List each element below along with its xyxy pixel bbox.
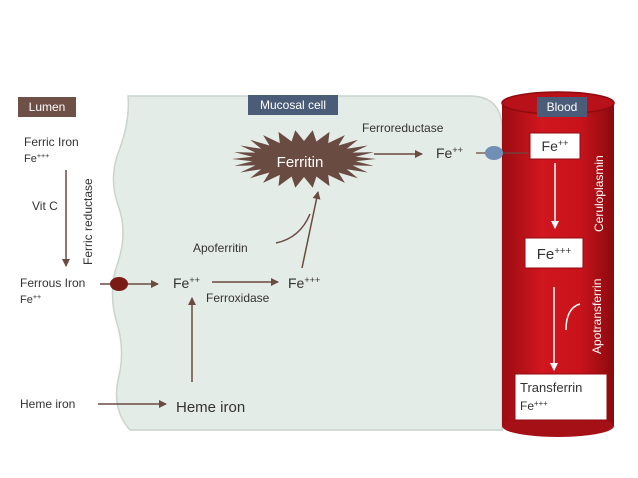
lumen-tag: Lumen — [18, 97, 76, 117]
cell-heme-iron-label: Heme iron — [176, 399, 245, 416]
blood-fe3-box: Fe+++ — [524, 237, 584, 269]
ferritin-label: Ferritin — [277, 154, 324, 171]
mucosal-cell-tag: Mucosal cell — [248, 95, 338, 115]
fe3-to-ferritin-arrow — [301, 191, 321, 269]
ferrous-iron-fe-label: Fe++ — [20, 293, 41, 306]
transferrin-label: Transferrin — [520, 380, 582, 395]
ferroxidase-label: Ferroxidase — [206, 291, 270, 305]
ferrous-transporter-dot — [110, 277, 128, 291]
ferritin-star — [232, 130, 376, 188]
apotransferrin-label: Apotransferrin — [590, 279, 604, 354]
transferrin-box: Transferrin Fe+++ — [514, 373, 608, 421]
apoferritin-label: Apoferritin — [193, 241, 248, 255]
ferric-reductase-label: Ferric reductase — [81, 178, 95, 265]
mucosal-cell-tag-label: Mucosal cell — [260, 98, 326, 112]
blood-fe2-box: Fe++ — [529, 132, 581, 160]
mucosal-cell-body — [111, 95, 503, 431]
ferrous-iron-label: Ferrous Iron — [20, 276, 85, 290]
blood-tag-label: Blood — [547, 100, 578, 114]
lumen-heme-iron-label: Heme iron — [20, 397, 75, 411]
ceruloplasmin-label: Ceruloplasmin — [592, 155, 606, 232]
blood-tag: Blood — [537, 97, 587, 117]
vit-c-label: Vit C — [32, 199, 58, 213]
ferric-iron-fe-label: Fe+++ — [24, 152, 49, 165]
ferroportin-dot — [485, 146, 503, 160]
apotransferrin-curve — [565, 303, 581, 331]
ferroreductase-label: Ferroreductase — [362, 121, 444, 135]
lumen-tag-label: Lumen — [29, 100, 66, 114]
apoferritin-curve — [275, 213, 311, 244]
ferric-iron-label: Ferric Iron — [24, 135, 79, 149]
